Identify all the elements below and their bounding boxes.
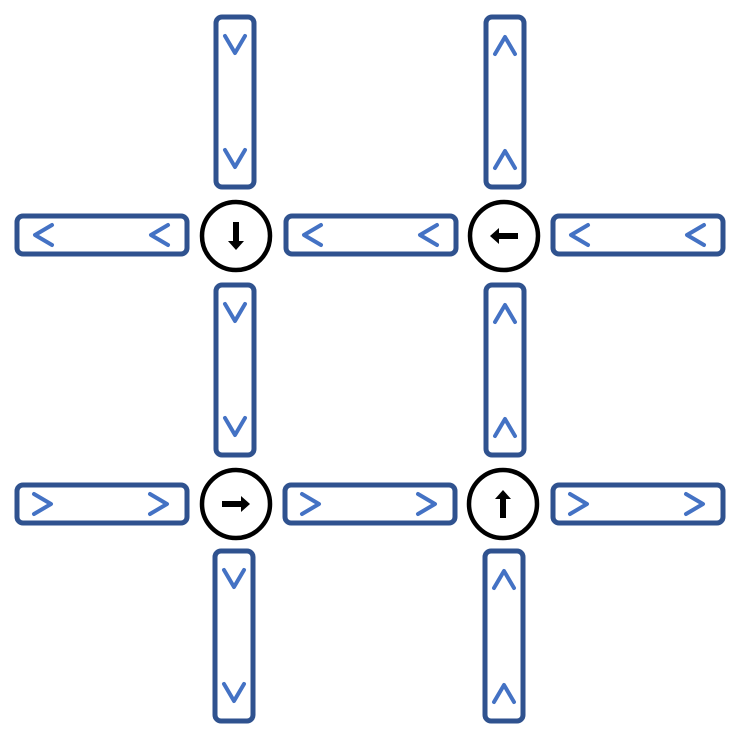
arrow-right-icon — [222, 496, 250, 512]
track-row1-middle — [283, 213, 459, 257]
track-col1-middle — [213, 282, 257, 458]
vertical-track-frame — [483, 14, 527, 190]
chevron-up-icon — [492, 683, 516, 704]
track-col2-bottom — [482, 548, 526, 724]
node-bottom-right — [466, 467, 540, 541]
chevron-left-icon — [33, 223, 54, 247]
track-col1-bottom — [212, 548, 256, 724]
vertical-track-frame — [213, 14, 257, 190]
node-top-left — [199, 199, 273, 273]
chevron-up-icon — [493, 149, 517, 170]
chevron-right-icon — [148, 492, 169, 516]
track-row2-middle — [282, 482, 458, 526]
track-row1-left — [14, 213, 190, 257]
track-col2-middle — [483, 282, 527, 458]
horizontal-track-frame — [283, 213, 459, 257]
node-top-right — [467, 199, 541, 273]
horizontal-track-frame — [14, 213, 190, 257]
chevron-down-icon — [223, 34, 247, 55]
chevron-left-icon — [685, 223, 706, 247]
chevron-right-icon — [416, 492, 437, 516]
track-col2-top — [483, 14, 527, 190]
horizontal-track-frame — [282, 482, 458, 526]
chevron-left-icon — [302, 223, 323, 247]
chevron-right-icon — [300, 492, 321, 516]
chevron-up-icon — [492, 569, 516, 590]
chevron-right-icon — [568, 492, 589, 516]
arrow-left-icon — [490, 228, 518, 244]
track-row2-left — [14, 482, 190, 526]
arrow-up-icon — [495, 490, 511, 518]
chevron-left-icon — [149, 223, 170, 247]
chevron-up-icon — [493, 417, 517, 438]
vertical-track-frame — [213, 282, 257, 458]
horizontal-track-frame — [550, 482, 726, 526]
chevron-down-icon — [223, 148, 247, 169]
node-bottom-left — [199, 467, 273, 541]
chevron-up-icon — [493, 303, 517, 324]
chevron-right-icon — [32, 492, 53, 516]
chevron-right-icon — [684, 492, 705, 516]
track-row2-right — [550, 482, 726, 526]
horizontal-track-frame — [550, 213, 726, 257]
horizontal-track-frame — [14, 482, 190, 526]
chevron-left-icon — [418, 223, 439, 247]
vertical-track-frame — [482, 548, 526, 724]
chevron-down-icon — [223, 416, 247, 437]
chevron-up-icon — [493, 35, 517, 56]
vertical-track-frame — [212, 548, 256, 724]
track-col1-top — [213, 14, 257, 190]
arrow-down-icon — [228, 222, 244, 250]
chevron-down-icon — [223, 302, 247, 323]
vertical-track-frame — [483, 282, 527, 458]
chevron-left-icon — [569, 223, 590, 247]
chevron-down-icon — [222, 568, 246, 589]
chevron-down-icon — [222, 682, 246, 703]
track-row1-right — [550, 213, 726, 257]
